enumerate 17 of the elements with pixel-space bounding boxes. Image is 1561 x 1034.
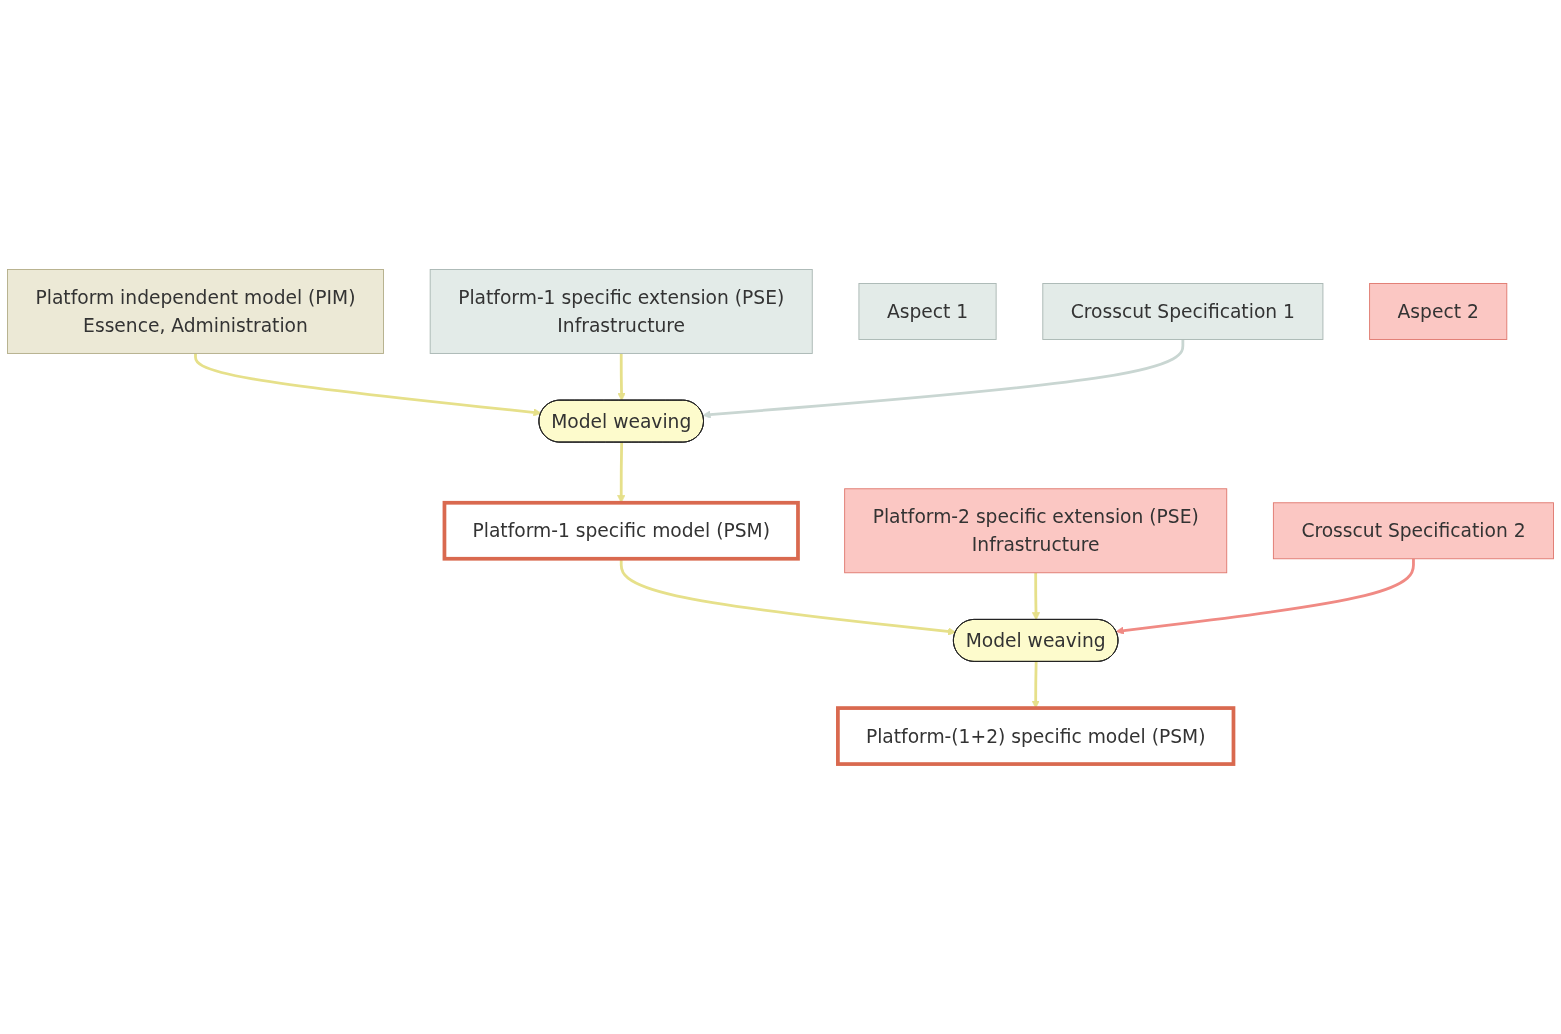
arrow <box>1031 662 1040 709</box>
node-box: Platform independent model (PIM) Essence, Administration <box>7 269 384 355</box>
arrow <box>617 353 626 402</box>
node-box: Platform-2 specific extension (PSE) Infrastructure <box>844 488 1228 574</box>
node-box: Aspect 2 <box>1369 283 1508 341</box>
node-box: Platform-1 specific extension (PSE) Infrastructure <box>429 269 813 355</box>
node-box: Crosscut Specification 1 <box>1042 283 1324 341</box>
arrow <box>617 442 626 504</box>
arrow <box>702 339 1185 419</box>
arrow <box>1115 559 1415 635</box>
arrow <box>194 353 542 417</box>
node-box: Crosscut Specification 2 <box>1272 502 1554 560</box>
arrow <box>619 559 957 636</box>
node-box: Platform-1 specific model (PSM) <box>442 501 800 561</box>
node-box: Platform-(1+2) specific model (PSM) <box>836 706 1236 767</box>
node-box: Aspect 1 <box>858 283 997 341</box>
arrow <box>1031 573 1041 621</box>
